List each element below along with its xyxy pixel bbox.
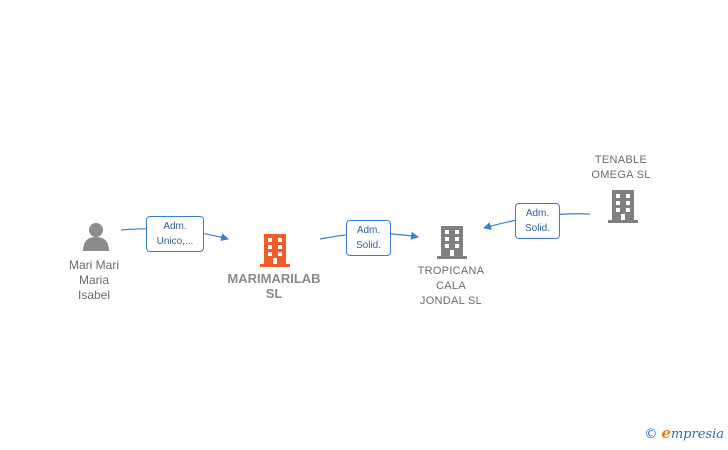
brand-text: mpresia <box>670 427 724 442</box>
node-label-mari[interactable]: Mari Mari Maria Isabel <box>69 258 119 302</box>
node-label-tenable[interactable]: TENABLE OMEGA SL <box>591 154 651 181</box>
edge-label-marimarilab-tropicana[interactable]: Adm. Solid. <box>346 220 391 256</box>
edge-label-mari-marimarilab[interactable]: Adm. Unico,... <box>146 216 204 252</box>
building-icon-tenable[interactable] <box>608 190 638 223</box>
copyright-icon: © <box>644 427 658 442</box>
node-label-marimarilab[interactable]: MARIMARILAB SL <box>227 271 321 301</box>
node-label-tropicana[interactable]: TROPICANA CALA JONDAL SL <box>417 265 485 307</box>
person-icon[interactable] <box>83 223 109 251</box>
brand-watermark: ©empresia <box>644 424 724 442</box>
edge-label-tenable-tropicana[interactable]: Adm. Solid. <box>515 203 560 239</box>
brand-e: e <box>661 424 671 442</box>
building-icon-marimarilab[interactable] <box>260 234 290 267</box>
building-icon-tropicana[interactable] <box>437 226 467 259</box>
